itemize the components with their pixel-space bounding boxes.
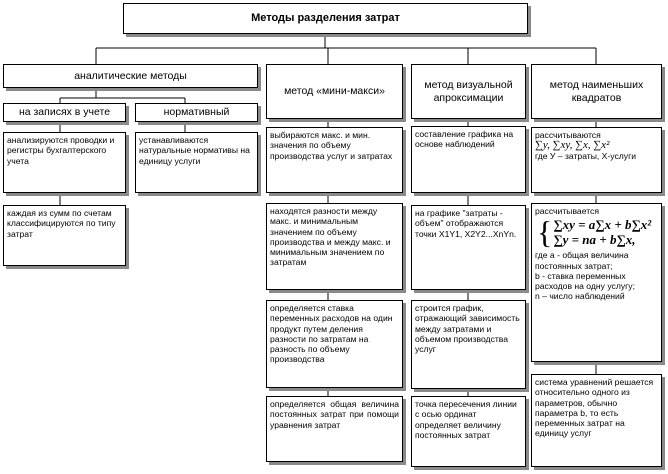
equation-1: ∑xy = a∑x + b∑x² bbox=[553, 217, 652, 233]
minimax-step-1: выбираются макс. и мин. значения по объе… bbox=[266, 127, 403, 193]
lsq-sums-formula: ∑y, ∑xy, ∑x, ∑x² bbox=[535, 139, 610, 152]
lsq-step-2: рассчитывается { ∑xy = a∑x + b∑x² ∑y = n… bbox=[531, 203, 662, 362]
lsq-step-2-prefix: рассчитывается bbox=[535, 206, 599, 216]
subheader-on-records: на записях в учете bbox=[3, 103, 126, 122]
records-step-1: анализируются проводки и регистры бухгал… bbox=[3, 132, 126, 193]
lsq-step-1: рассчитываются ∑y, ∑xy, ∑x, ∑x² где У – … bbox=[531, 127, 662, 193]
subheader-normative: нормативный bbox=[135, 103, 258, 122]
header-analytic-methods: аналитические методы bbox=[3, 64, 258, 88]
minimax-step-4: определяется общая величина постоянных з… bbox=[266, 396, 403, 462]
brace-glyph: { bbox=[537, 214, 553, 251]
equation-system: { ∑xy = a∑x + b∑x² ∑y = na + b∑x, bbox=[537, 214, 658, 251]
visual-step-4: точка пересечения линии с осью ординат о… bbox=[411, 396, 526, 467]
lsq-step-3: система уравнений решается относительно … bbox=[531, 374, 662, 467]
lsq-step-1-legend: где У – затраты, Х-услуги bbox=[535, 150, 637, 161]
lsq-legend-n: n – число наблюдений bbox=[535, 291, 625, 302]
equation-2: ∑y = na + b∑x, bbox=[553, 232, 636, 248]
lsq-step-1-prefix: рассчитываются bbox=[535, 130, 601, 140]
normative-step-1: устанавливаются натуральные нормативы на… bbox=[135, 132, 258, 193]
minimax-step-3: определяется ставка переменных расходов … bbox=[266, 300, 403, 388]
lsq-legend-b: b - ставка переменных расходов на одну у… bbox=[535, 270, 635, 292]
visual-step-3: строится график, отражающий зависимость … bbox=[411, 300, 526, 389]
visual-step-1: составление графика на основе наблюдений bbox=[411, 126, 526, 193]
minimax-step-2: находятся разности между макс. и минимал… bbox=[266, 203, 403, 290]
header-visual-approximation: метод визуальной апроксимации bbox=[411, 64, 526, 119]
diagram-title: Методы разделения затрат bbox=[123, 3, 528, 34]
header-minimax-method: метод «мини-макси» bbox=[266, 64, 403, 119]
visual-step-2: на графике "затраты - объем" отображаютс… bbox=[411, 205, 526, 290]
header-least-squares: метод наименьших квадратов bbox=[531, 64, 662, 119]
lsq-legend-a: где а - общая величина постоянных затрат… bbox=[535, 250, 629, 271]
records-step-2: каждая из сумм по счетам классифицируютс… bbox=[3, 205, 126, 266]
